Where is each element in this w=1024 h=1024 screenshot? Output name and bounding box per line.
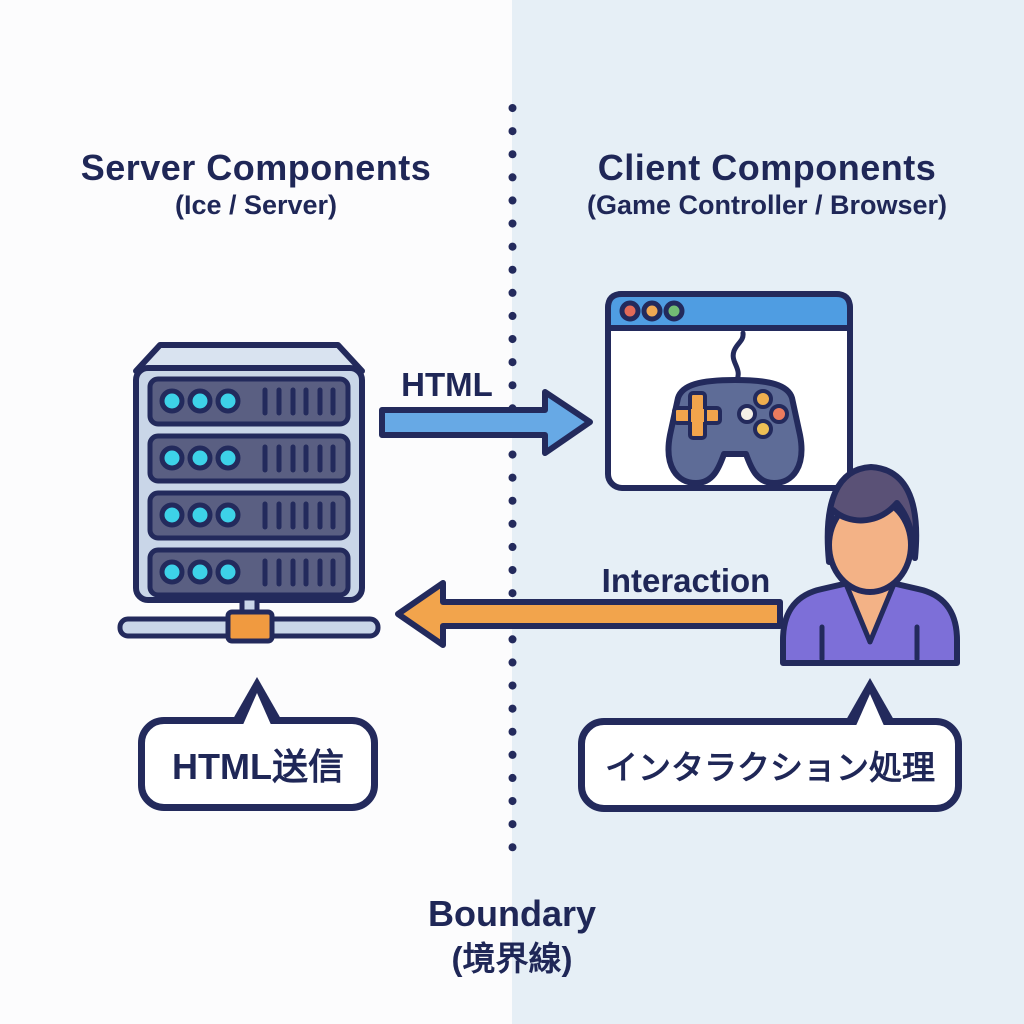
button-left-icon — [737, 404, 757, 424]
controller-cord — [730, 330, 746, 383]
bubble-tail-fill — [855, 694, 885, 728]
server-speech-bubble: HTML送信 — [138, 677, 378, 811]
network-connector-icon — [117, 595, 381, 644]
server-rack-icon — [117, 342, 381, 644]
client-speech-bubble: インタラクション処理 — [578, 678, 962, 812]
browser-window-icon — [605, 291, 853, 491]
interaction-arrow-label: Interaction — [601, 562, 771, 599]
client-components-subtitle: (Game Controller / Browser) — [586, 190, 948, 220]
server-components-subtitle: (Ice / Server) — [174, 190, 338, 220]
boundary-subtitle: (境界線) — [451, 940, 573, 977]
client-bubble-label: インタラクション処理 — [605, 749, 935, 786]
server-slot — [147, 433, 351, 484]
bubble-tail-fill — [242, 693, 272, 727]
user-icon — [780, 464, 960, 666]
button-top-icon — [753, 389, 773, 409]
button-right-icon — [769, 404, 789, 424]
client-components-title: Client Components — [597, 147, 937, 188]
server-bubble-label: HTML送信 — [172, 746, 344, 787]
traffic-green-icon — [663, 300, 685, 322]
traffic-red-icon — [619, 300, 641, 322]
server-slot — [147, 547, 351, 598]
html-arrow — [379, 389, 593, 456]
interaction-arrow — [395, 580, 783, 648]
shirt-crease-lines — [819, 624, 920, 662]
button-bottom-icon — [753, 419, 773, 439]
client-side-background — [512, 0, 1024, 1024]
dpad-icon — [672, 391, 722, 440]
game-controller-icon — [665, 330, 805, 486]
server-slot — [147, 490, 351, 541]
user-hair — [824, 464, 920, 565]
server-components-title: Server Components — [80, 147, 432, 188]
traffic-orange-icon — [641, 300, 663, 322]
server-slot — [147, 376, 351, 427]
boundary-title: Boundary — [427, 893, 597, 934]
html-arrow-label: HTML — [401, 366, 493, 403]
